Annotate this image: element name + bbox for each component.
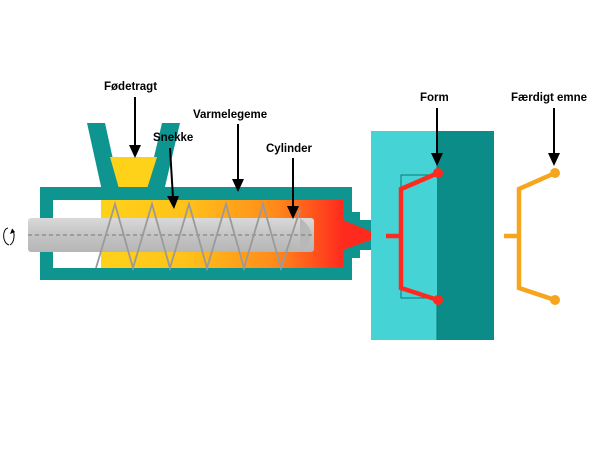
- label-hopper: Fødetragt: [104, 81, 157, 93]
- screw: [28, 200, 314, 272]
- labels: Fødetragt Snekke Varmelegeme Cylinder Fo…: [104, 81, 587, 155]
- pointer-arrows: [129, 97, 560, 219]
- arrow-hopper-head: [129, 145, 141, 158]
- hopper-left-wall: [87, 123, 120, 191]
- mold: [371, 131, 494, 340]
- screw-flights: [95, 200, 301, 272]
- label-screw: Snekke: [153, 132, 193, 144]
- finished-part-top-dot: [550, 168, 560, 178]
- arrow-finished-part-head: [548, 153, 560, 166]
- label-cylinder: Cylinder: [266, 143, 313, 155]
- hopper-granulate: [110, 157, 157, 192]
- label-finished-part: Færdigt emne: [511, 92, 587, 104]
- arrow-screw-head: [167, 196, 179, 209]
- arrow-heater-head: [232, 179, 244, 192]
- hopper: [87, 123, 180, 192]
- finished-part-shape: [516, 170, 556, 303]
- molded-part-bottom-dot: [433, 295, 443, 305]
- label-mold: Form: [420, 92, 449, 104]
- mold-moving-half: [437, 131, 494, 340]
- hopper-right-wall: [146, 123, 180, 191]
- screw-tip: [300, 218, 311, 252]
- molded-part-top-dot: [433, 168, 443, 178]
- label-heater: Varmelegeme: [193, 109, 267, 121]
- arrow-cylinder-head: [287, 206, 299, 219]
- mold-fixed-half: [371, 131, 437, 340]
- molded-part: [398, 170, 439, 303]
- finished-part: [504, 168, 560, 305]
- arrow-screw: [169, 147, 174, 199]
- nozzle-melt-cone: [343, 220, 382, 250]
- rotation-arrow-icon: [3, 227, 15, 246]
- arrow-mold-head: [431, 153, 443, 166]
- finished-part-bottom-dot: [550, 295, 560, 305]
